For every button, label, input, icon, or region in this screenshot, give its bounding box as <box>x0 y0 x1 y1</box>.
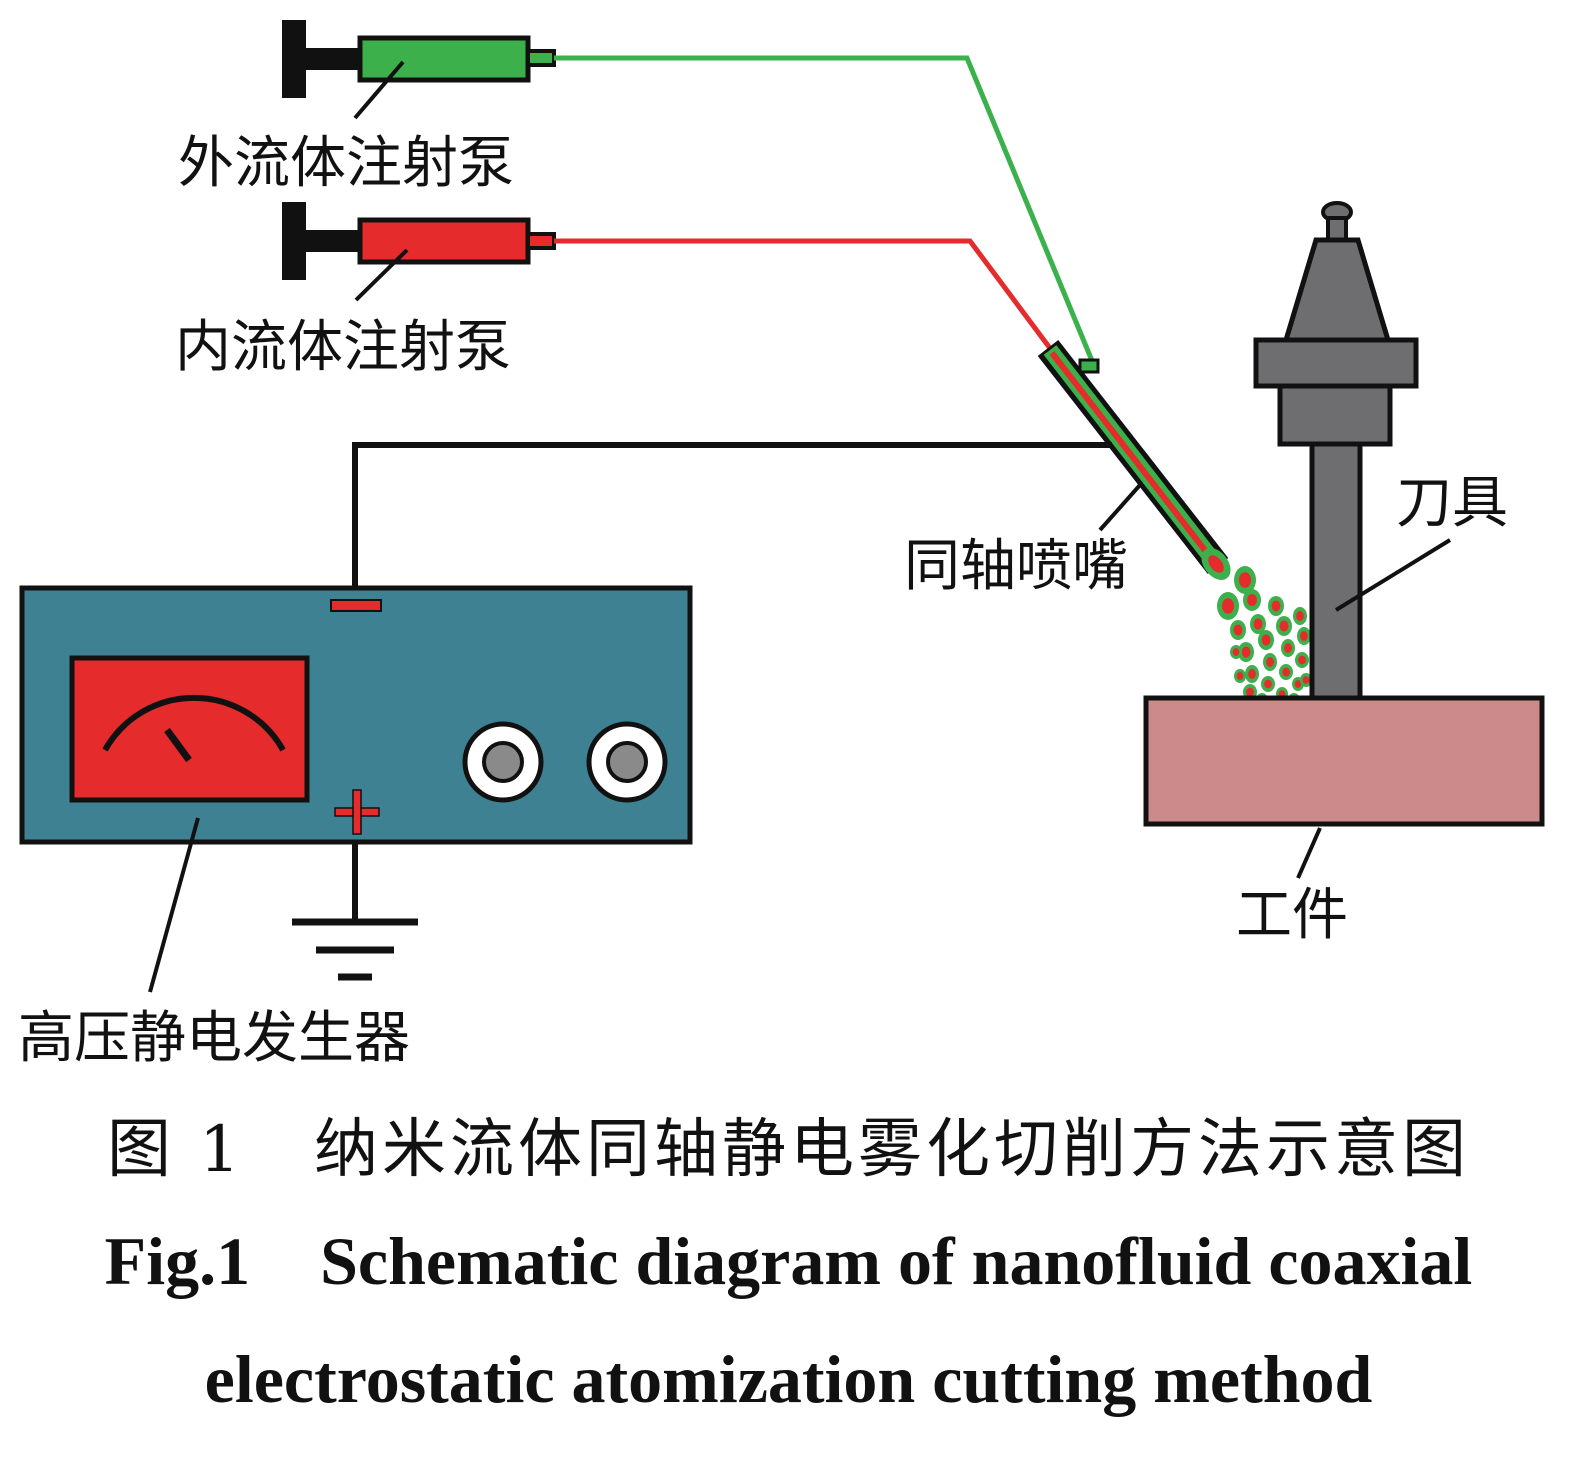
caption-en-number: Fig.1 <box>104 1223 251 1299</box>
inner-pump-label: 内流体注射泵 <box>175 315 511 380</box>
outer-fluid-line <box>554 55 1098 369</box>
workpiece-label: 工件 <box>1236 883 1348 948</box>
hv-generator <box>19 585 693 993</box>
droplet-core <box>1300 631 1308 641</box>
droplet-core <box>1279 620 1289 632</box>
droplet-core <box>1302 676 1310 684</box>
droplet-core <box>1232 648 1240 656</box>
droplet-core <box>1266 657 1274 667</box>
voltmeter <box>69 655 310 803</box>
droplet-core <box>1271 600 1281 612</box>
caption-en-line1: Fig.1 Schematic diagram of nanofluid coax… <box>0 1222 1577 1301</box>
caption-en-line2: electrostatic atomization cutting method <box>0 1340 1577 1419</box>
caption-cn-title: 纳米流体同轴静电雾化切削方法示意图 <box>314 1113 1471 1187</box>
droplet-core <box>1294 680 1302 688</box>
droplet-core <box>1238 572 1252 588</box>
coaxial-nozzle <box>1037 340 1231 580</box>
output-knob-1 <box>462 721 544 803</box>
positive-terminal <box>334 789 380 835</box>
droplet-core <box>1282 667 1290 677</box>
droplet-spray <box>1217 566 1312 707</box>
droplet-core <box>1246 687 1254 697</box>
droplet-core <box>1261 634 1271 646</box>
output-knob-2 <box>586 721 668 803</box>
inner-fluid-line <box>554 238 1073 377</box>
droplet-core <box>1296 611 1304 621</box>
droplet-core <box>1248 669 1256 679</box>
outer-syringe-pump <box>282 20 556 120</box>
negative-terminal <box>330 599 382 612</box>
caption-cn: 图 1 纳米流体同轴静电雾化切削方法示意图 <box>0 1098 1577 1190</box>
droplet-core <box>1233 624 1243 636</box>
tool-label: 刀具 <box>1396 471 1508 536</box>
generator-label: 高压静电发生器 <box>18 1006 410 1071</box>
caption-en-title-1: Schematic diagram of nanofluid coaxial <box>320 1223 1473 1299</box>
nozzle-label: 同轴喷嘴 <box>904 534 1128 599</box>
caption-en-title-2: electrostatic atomization cutting method <box>204 1341 1373 1417</box>
droplet-core <box>1284 643 1292 653</box>
droplet-core <box>1264 679 1272 689</box>
caption-cn-number: 图 1 <box>106 1113 245 1187</box>
droplet-core <box>1241 646 1251 658</box>
outer-pump-label: 外流体注射泵 <box>178 131 514 196</box>
droplet-core <box>1247 593 1257 607</box>
cutting-tool <box>1253 201 1452 701</box>
droplet-core <box>1221 598 1235 614</box>
ground-symbol <box>292 918 418 981</box>
droplet-core <box>1253 618 1263 630</box>
droplet-core <box>1298 655 1306 665</box>
hv-wire <box>352 442 1112 588</box>
workpiece <box>1143 695 1545 879</box>
inner-syringe-pump <box>282 202 556 302</box>
atomization-cutting-diagram: 外流体注射泵 内流体注射泵 同轴喷嘴 刀具 工件 高压静电发生器 <box>18 20 1545 1071</box>
droplet-core <box>1236 672 1244 680</box>
